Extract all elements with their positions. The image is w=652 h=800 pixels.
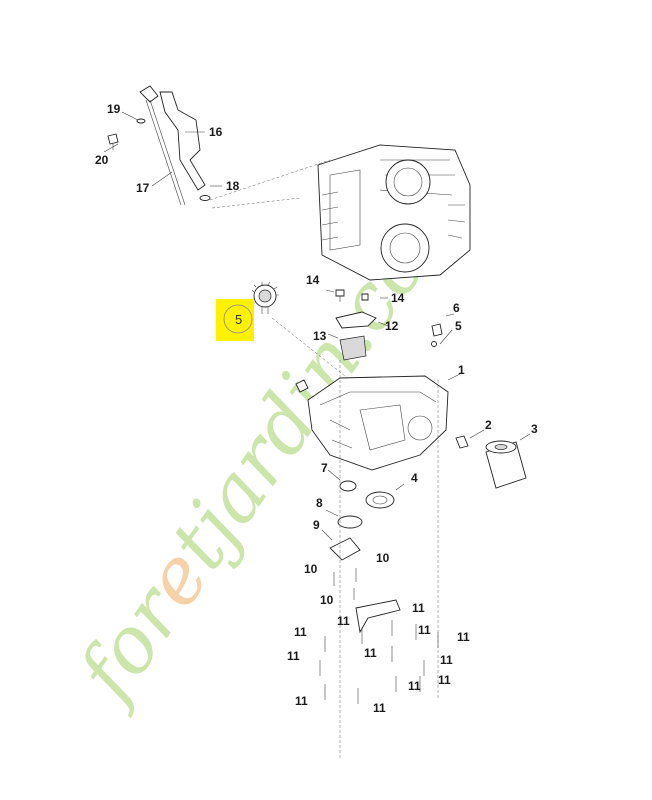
label-11-e: 11 [457, 630, 470, 644]
label-16: 16 [209, 125, 223, 139]
label-11-i: 11 [408, 679, 421, 693]
label-11-b: 11 [294, 625, 307, 639]
label-11-d: 11 [418, 623, 431, 637]
oil-filter [455, 429, 531, 489]
lower-parts [321, 469, 405, 561]
label-19: 19 [107, 102, 121, 116]
bolts-and-bracket [319, 360, 439, 760]
label-11-l: 11 [373, 701, 386, 715]
oil-pump-gear [251, 281, 279, 314]
label-4: 4 [411, 471, 418, 485]
crankcase-sump [295, 373, 461, 471]
label-11-g: 11 [364, 646, 377, 660]
label-20: 20 [95, 153, 109, 167]
label-11-h: 11 [440, 653, 453, 667]
label-18: 18 [226, 179, 240, 193]
label-10-c: 10 [320, 593, 334, 607]
label-6: 6 [453, 301, 460, 315]
label-10-a: 10 [376, 551, 390, 565]
upper-small-parts [325, 289, 455, 361]
label-14-b: 14 [391, 291, 405, 305]
label-8: 8 [316, 496, 323, 510]
engine-block [317, 144, 471, 281]
label-5: 5 [455, 319, 462, 333]
label-11-j: 11 [438, 673, 451, 687]
label-7: 7 [321, 461, 328, 475]
label-11-c: 11 [337, 614, 350, 628]
label-13: 13 [313, 329, 327, 343]
label-2: 2 [485, 418, 492, 432]
highlight-callout: 5 [216, 299, 254, 341]
label-11-a: 11 [412, 601, 425, 615]
label-17: 17 [136, 181, 150, 195]
dipstick-assembly [103, 85, 222, 206]
highlight-box [216, 299, 254, 341]
label-10-b: 10 [304, 562, 318, 576]
label-3: 3 [531, 422, 538, 436]
label-12: 12 [385, 319, 399, 333]
highlight-label: 5 [235, 312, 242, 327]
part-labels: 19 16 20 17 18 14 14 13 12 6 5 1 2 3 7 4… [95, 102, 538, 715]
label-11-f: 11 [287, 649, 300, 663]
label-14-a: 14 [306, 273, 320, 287]
label-9: 9 [313, 518, 320, 532]
label-1: 1 [458, 363, 465, 377]
label-11-k: 11 [295, 694, 308, 708]
